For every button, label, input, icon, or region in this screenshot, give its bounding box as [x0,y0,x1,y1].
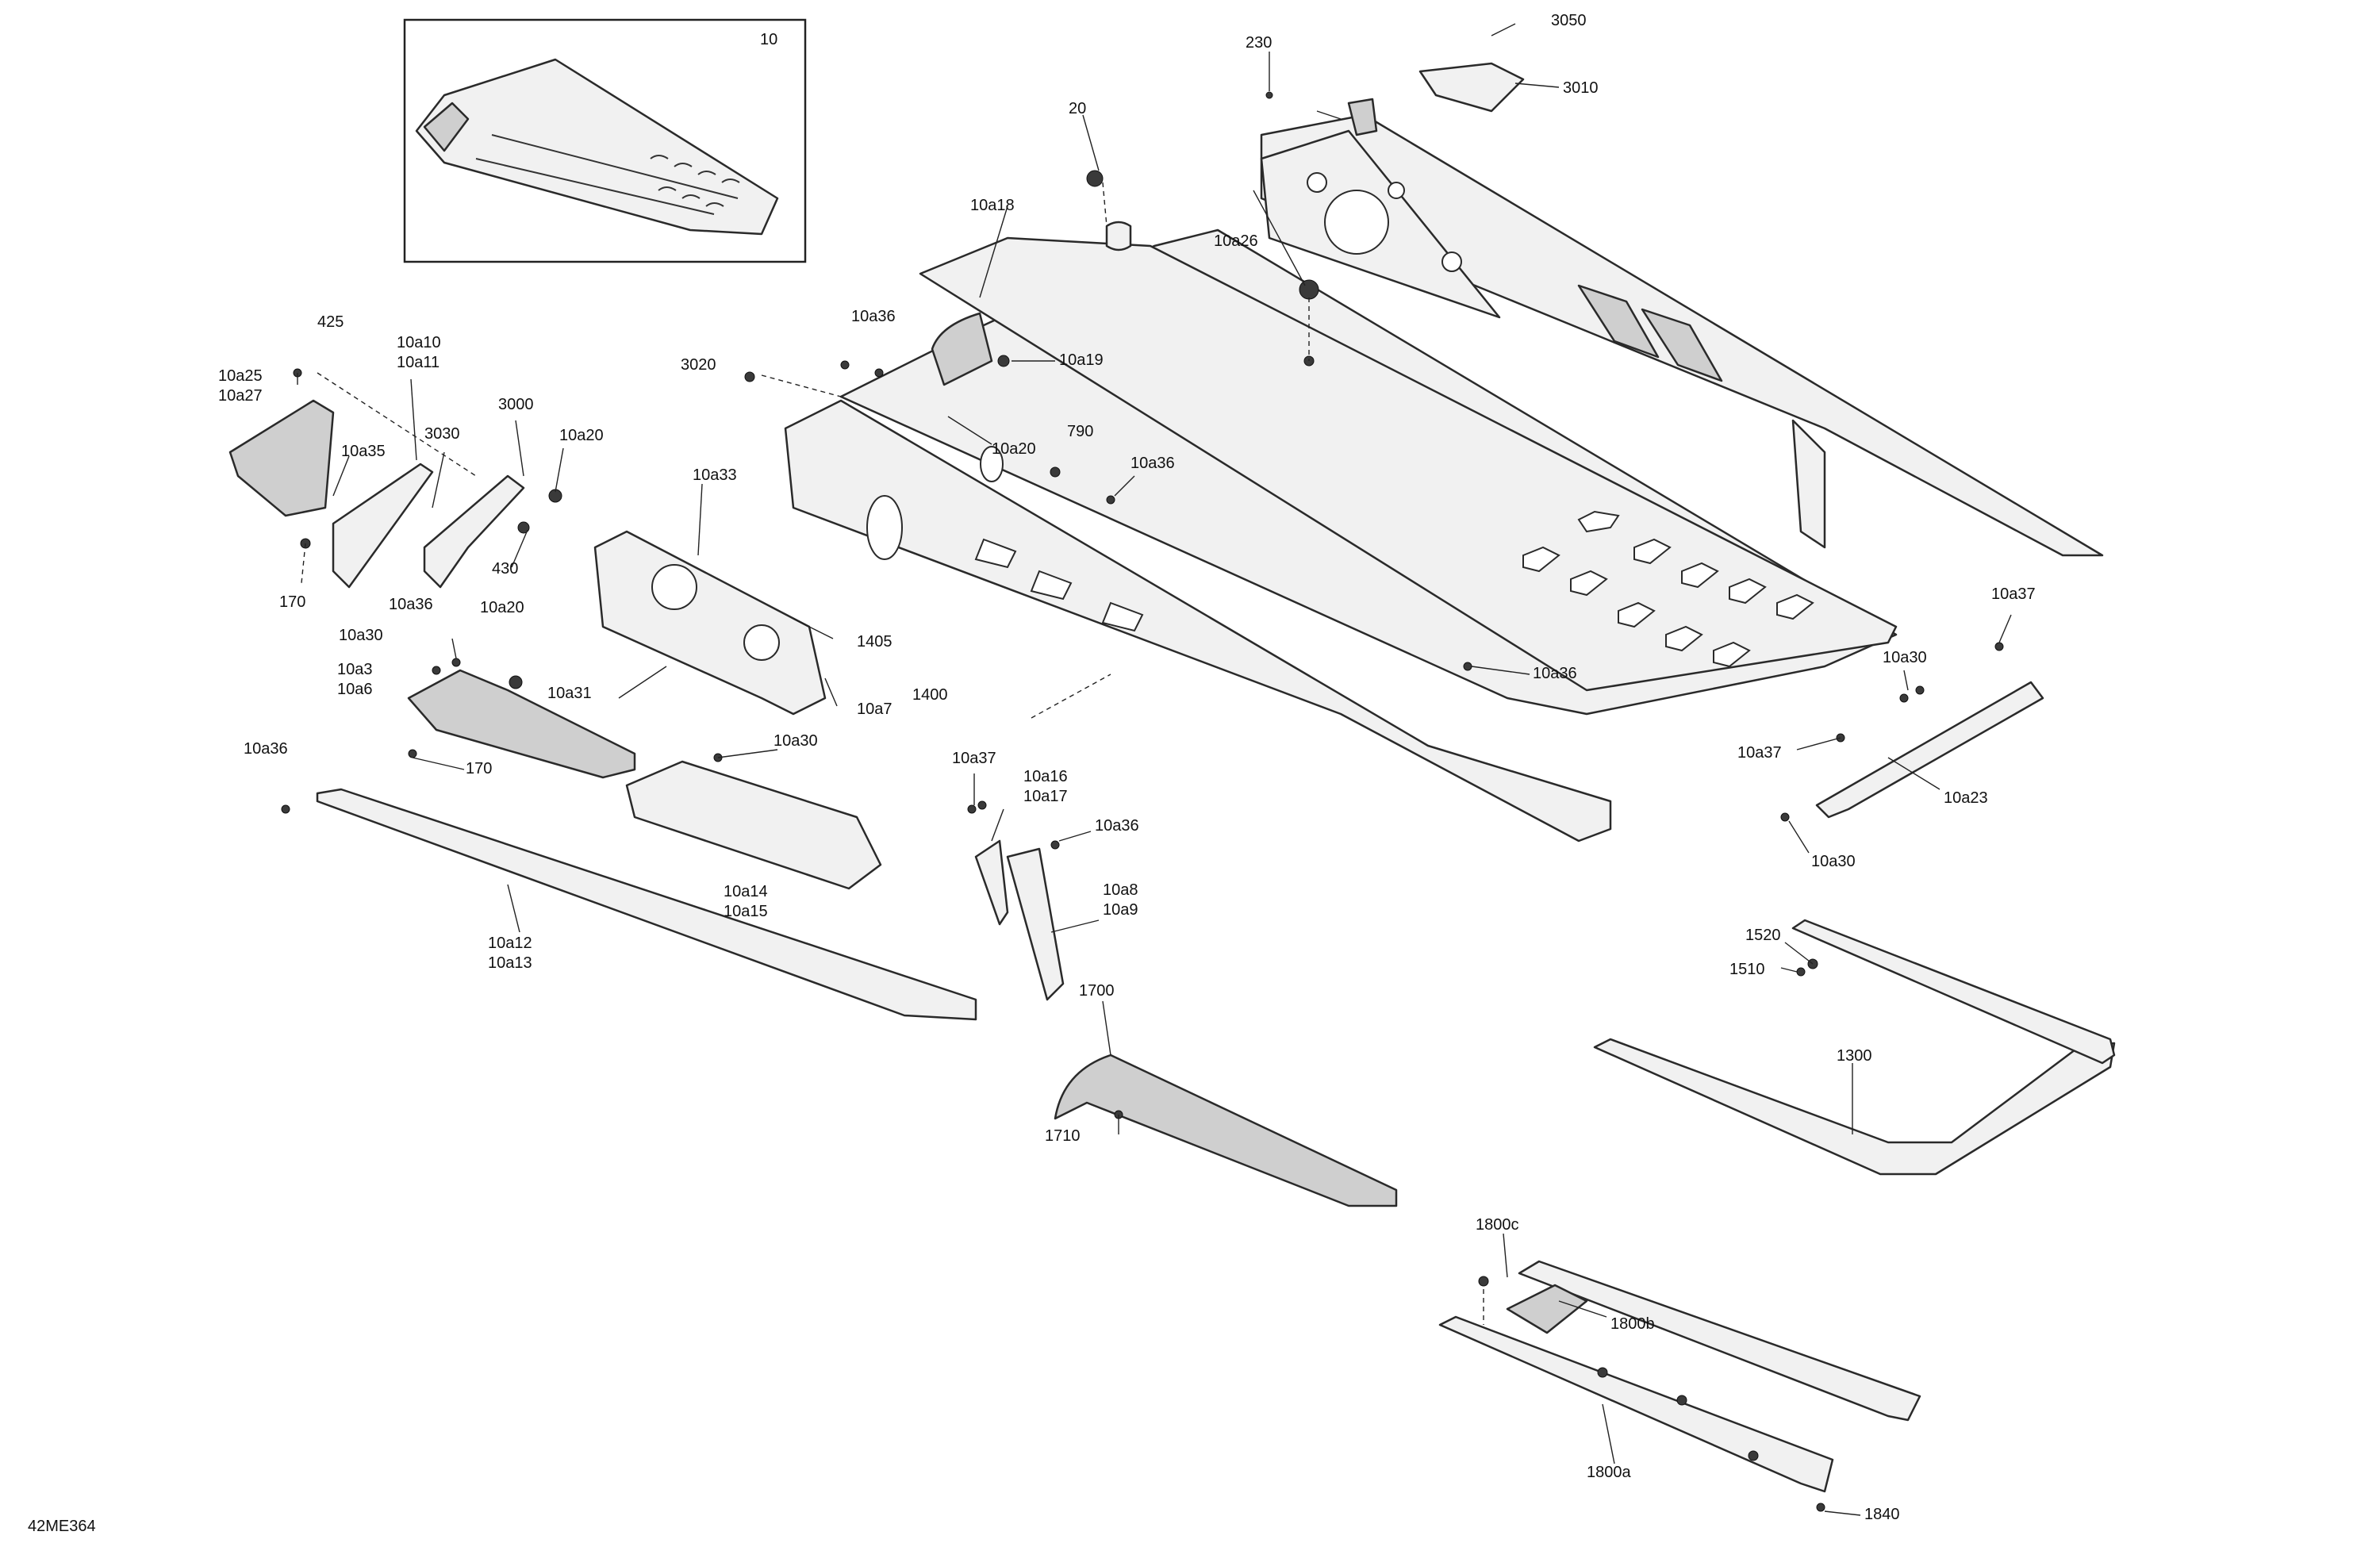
callout-790: 790 [1067,423,1093,440]
inset-assembly-10: 10 [403,18,807,263]
callout-10a37-a: 10a37 [952,750,996,767]
top-right-brackets [1347,62,1525,136]
tunnel-cutouts [974,510,1814,668]
callout-10a36-a: 10a36 [389,596,433,613]
callout-10a10: 10a10 [397,334,441,351]
callout-3050: 3050 [1551,12,1587,29]
callout-10a7: 10a7 [857,700,892,718]
tunnel-assembly [784,221,1898,843]
callout-1700: 1700 [1079,982,1115,1000]
callout-10a26: 10a26 [1214,232,1258,250]
callout-10a36-c: 10a36 [851,308,896,325]
callout-10a31: 10a31 [547,685,592,702]
callout-3000: 3000 [498,396,534,413]
callout-10a36-d: 10a36 [1130,455,1175,472]
callout-10a19: 10a19 [1059,351,1104,369]
callout-10a14: 10a14 [724,883,768,900]
callout-425: 425 [317,313,344,331]
rear-tunnel-side [1260,113,2104,557]
rails [1438,1260,1921,1493]
callout-430: 430 [492,560,518,578]
callout-10a15: 10a15 [724,903,768,920]
callout-230: 230 [1246,34,1272,52]
callout-10a20-b: 10a20 [480,599,524,616]
callout-10a12: 10a12 [488,935,532,952]
callout-10a30-a: 10a30 [339,627,383,644]
callout-1510: 1510 [1729,961,1765,978]
inset-label: 10 [760,31,777,48]
leader-lines [297,23,2012,1516]
callout-1800a: 1800a [1587,1464,1631,1481]
callout-10a13: 10a13 [488,954,532,972]
callout-10a37-c: 10a37 [1737,744,1782,762]
callout-10a30-b: 10a30 [774,732,818,750]
callout-10a30-d: 10a30 [1811,853,1856,870]
fasteners [281,91,2004,1512]
callout-1300: 1300 [1837,1047,1872,1065]
callout-1400: 1400 [912,686,948,704]
rear-bumper [1593,681,2116,1176]
callout-20: 20 [1069,100,1086,117]
callout-10a27: 10a27 [218,387,263,405]
callout-10a16: 10a16 [1023,768,1068,785]
callout-10a20-a: 10a20 [559,427,604,444]
callout-10a17: 10a17 [1023,788,1068,805]
left-side-parts [228,399,977,1021]
callout-10a23: 10a23 [1944,789,1988,807]
callout-170-a: 170 [279,593,305,611]
callout-10a25: 10a25 [218,367,263,385]
callout-1520: 1520 [1745,927,1781,944]
callout-10a30-c: 10a30 [1883,649,1927,666]
callout-1840: 1840 [1864,1506,1900,1523]
callout-10a3: 10a3 [337,661,373,678]
center-parts [974,839,1398,1207]
callout-3020: 3020 [681,356,716,374]
callout-1710: 1710 [1045,1127,1081,1145]
callout-labels: 425 10a25 10a27 10a10 10a11 3000 3030 10… [218,12,2036,1523]
callout-3030: 3030 [424,425,460,443]
callout-10a6: 10a6 [337,681,373,698]
callout-10a37-b: 10a37 [1991,585,2036,603]
callout-10a20-c: 10a20 [992,440,1036,458]
callout-10a35: 10a35 [341,443,386,460]
callout-1800c: 1800c [1476,1216,1519,1234]
figure-code: 42ME364 [28,1518,96,1535]
callout-10a36-f: 10a36 [1095,817,1139,835]
callout-10a36-e: 10a36 [1533,665,1577,682]
callout-10a18: 10a18 [970,197,1015,214]
callout-3010: 3010 [1563,79,1599,97]
callout-10a33: 10a33 [693,466,737,484]
callout-10a8: 10a8 [1103,881,1138,899]
callout-10a11: 10a11 [397,354,440,371]
callout-10a9: 10a9 [1103,901,1138,919]
callout-170-b: 170 [466,760,492,777]
callout-1405: 1405 [857,633,892,651]
callout-10a36-b: 10a36 [244,740,288,758]
callout-1800b: 1800b [1610,1315,1655,1333]
